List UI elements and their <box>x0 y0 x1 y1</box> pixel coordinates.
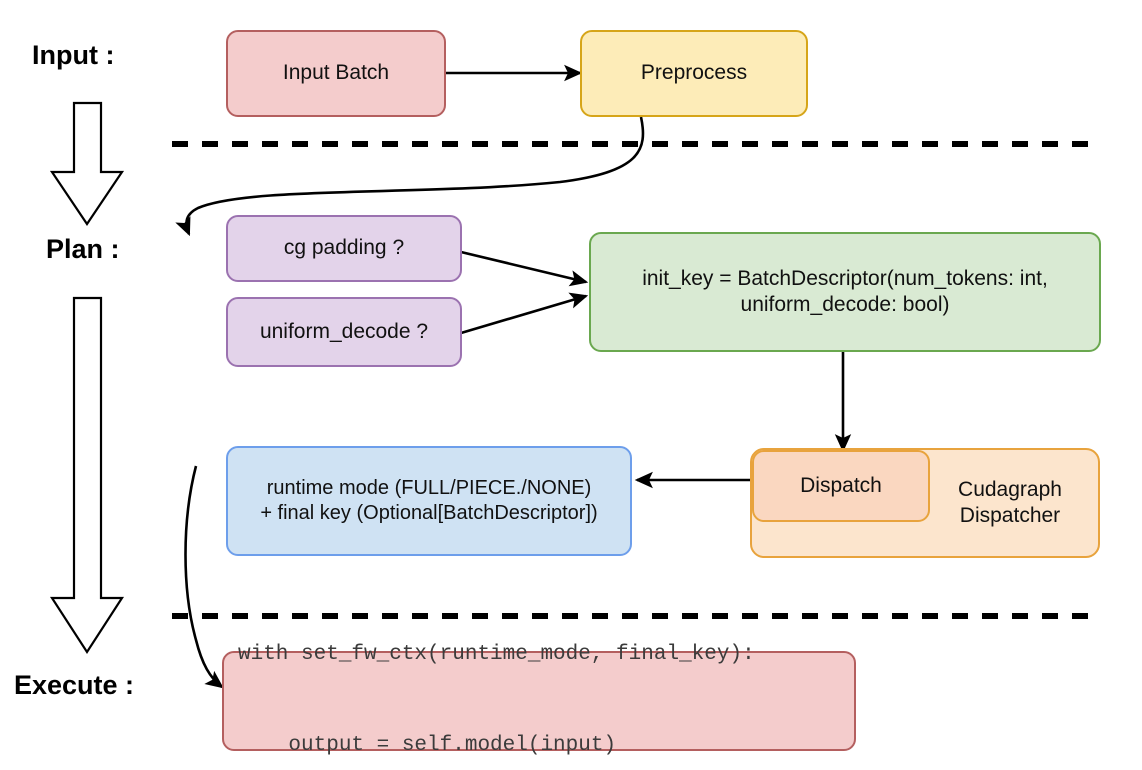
node-cg-padding[interactable]: cg padding ? <box>226 215 462 282</box>
node-execute-code[interactable]: with set_fw_ctx(runtime_mode, final_key)… <box>222 643 856 757</box>
edge-uniform-decode-to-init-key <box>460 292 589 335</box>
node-cg-padding-label: cg padding ? <box>283 236 405 260</box>
stage-label-plan: Plan : <box>46 234 120 264</box>
edge-runtime-mode-to-execute-code <box>184 465 224 689</box>
node-dispatch-label: Dispatch <box>800 473 882 497</box>
node-execute-code-line-2: output = self.model(input) <box>238 734 617 758</box>
node-cudagraph-dispatcher-line-1: Cudagraph <box>958 477 1062 501</box>
node-execute-code-line-1: with set_fw_ctx(runtime_mode, final_key)… <box>238 643 755 667</box>
node-cudagraph-dispatcher-label: Cudagraph Dispatcher <box>940 477 1080 530</box>
node-cudagraph-dispatcher-line-2: Dispatcher <box>959 504 1061 527</box>
input-to-plan-arrow <box>49 101 125 226</box>
node-dispatch[interactable]: Dispatch <box>752 450 930 522</box>
node-uniform-decode[interactable]: uniform_decode ? <box>226 297 462 367</box>
node-preprocess[interactable]: Preprocess <box>580 30 808 117</box>
node-init-key-line-1: init_key = BatchDescriptor(num_tokens: i… <box>642 266 1048 290</box>
node-init-key[interactable]: init_key = BatchDescriptor(num_tokens: i… <box>589 232 1101 352</box>
node-runtime-mode-line-2: + final key (Optional[BatchDescriptor]) <box>260 502 598 524</box>
node-input-batch-label: Input Batch <box>282 61 390 85</box>
node-runtime-mode[interactable]: runtime mode (FULL/PIECE./NONE) + final … <box>226 446 632 556</box>
node-preprocess-label: Preprocess <box>640 61 748 85</box>
plan-to-execute-arrow <box>49 296 125 655</box>
stage-label-input: Input : <box>32 40 115 70</box>
node-input-batch[interactable]: Input Batch <box>226 30 446 117</box>
node-uniform-decode-label: uniform_decode ? <box>259 319 429 343</box>
node-runtime-mode-line-1: runtime mode (FULL/PIECE./NONE) <box>266 477 592 499</box>
stage-label-execute: Execute : <box>14 670 135 700</box>
node-init-key-line-2: uniform_decode: bool) <box>740 293 950 316</box>
edge-cg-padding-to-init-key <box>460 250 589 287</box>
